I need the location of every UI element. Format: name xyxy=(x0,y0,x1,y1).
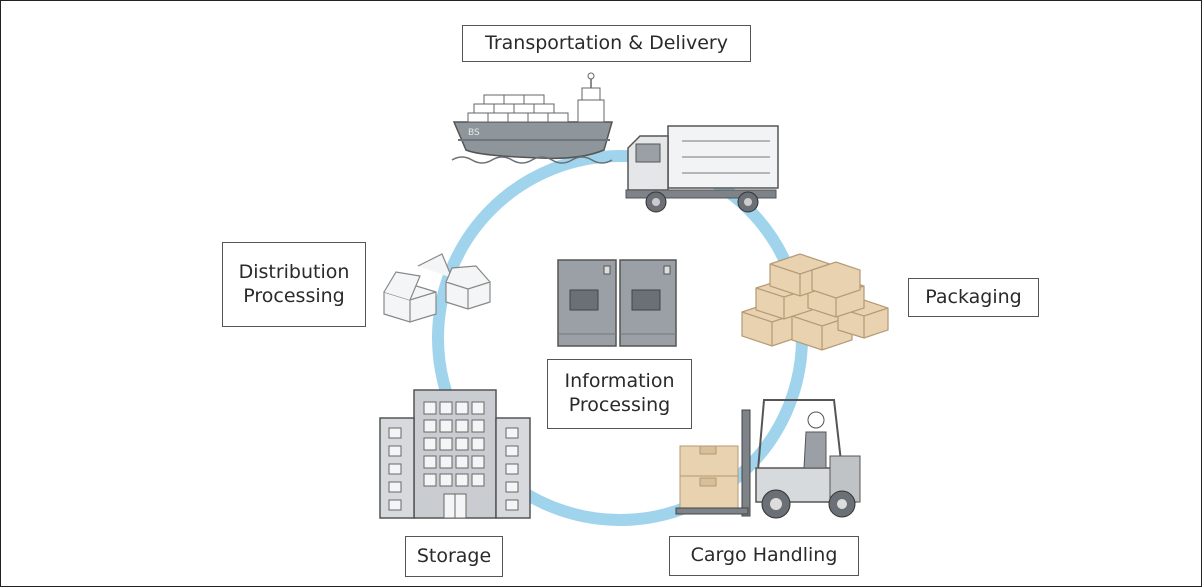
stacked-boxes-icon xyxy=(741,253,889,351)
label-storage: Storage xyxy=(405,536,503,577)
label-packaging-text: Packaging xyxy=(925,285,1022,308)
label-packaging: Packaging xyxy=(908,278,1039,317)
label-transportation-delivery: Transportation & Delivery xyxy=(462,25,751,62)
open-boxes-icon xyxy=(383,253,491,323)
label-cargo-handling-text: Cargo Handling xyxy=(690,544,838,567)
label-storage-text: Storage xyxy=(416,544,492,567)
label-distribution-processing: Distribution Processing xyxy=(222,242,366,327)
ship-hull-text: BS xyxy=(468,128,480,138)
warehouse-building-icon xyxy=(379,389,531,519)
label-cargo-handling: Cargo Handling xyxy=(669,536,859,576)
label-information-processing: Information Processing xyxy=(547,359,692,429)
truck-icon xyxy=(625,125,779,213)
label-information-line1: Information xyxy=(564,370,675,393)
ship-icon: BS xyxy=(451,72,613,164)
label-distribution-line1: Distribution xyxy=(238,260,350,283)
label-information-line2: Processing xyxy=(568,394,671,416)
label-distribution-line2: Processing xyxy=(243,284,345,307)
label-transportation-text: Transportation & Delivery xyxy=(485,31,728,54)
computer-terminal-icon xyxy=(557,259,677,347)
forklift-icon xyxy=(675,399,861,519)
